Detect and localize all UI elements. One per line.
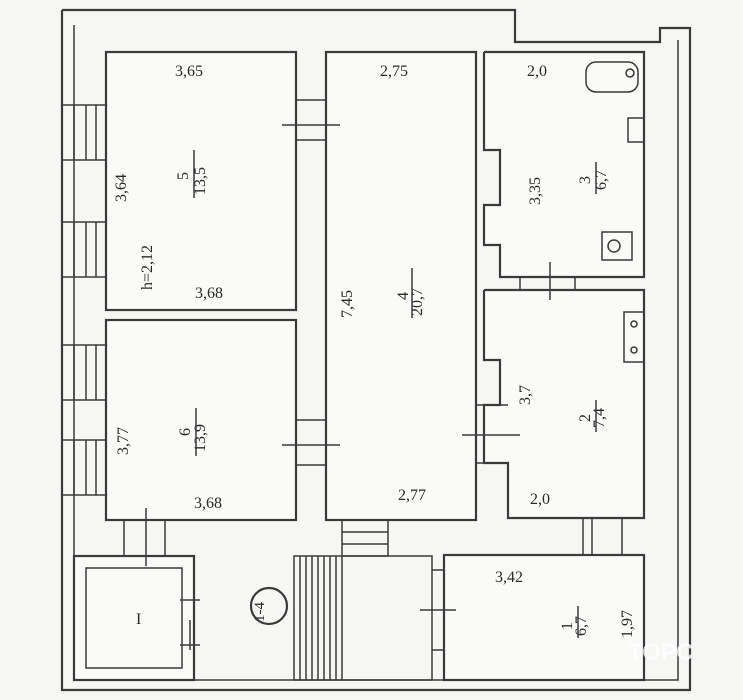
bathtub-icon [585, 61, 639, 93]
room-2 [482, 288, 646, 520]
stove-icon [623, 311, 645, 363]
staircase [293, 555, 433, 681]
room-5-height: h=2,12 [139, 245, 156, 290]
sink-icon [627, 117, 645, 143]
room-2-dim-left: 3,7 [517, 385, 534, 405]
doors [123, 99, 623, 651]
stair-label-circle: 1-4 [249, 586, 289, 626]
room-3-area: 6,7 [593, 170, 610, 190]
room-5-area: 13,5 [192, 167, 209, 195]
left-windows [61, 104, 107, 496]
room-3-dim-left: 3,35 [527, 177, 544, 205]
room-3-dim-top: 2,0 [527, 63, 547, 80]
room-5-dim-left: 3,64 [113, 174, 130, 202]
room-4-number: 4 [395, 292, 412, 300]
room-4-dim-top: 2,75 [380, 63, 408, 80]
toilet-icon [601, 231, 633, 261]
room-3-number: 3 [577, 176, 594, 184]
room-5-dim-top: 3,65 [175, 63, 203, 80]
room-6-dim-left: 3,77 [115, 427, 132, 455]
room-2-number: 2 [577, 414, 594, 422]
room-1-number: 1 [559, 622, 576, 630]
room-3 [482, 50, 646, 279]
room-1-dim-top: 3,42 [495, 569, 523, 586]
room-I [72, 554, 196, 682]
room-1-area: 6,7 [573, 616, 590, 636]
watermark: ТОРС [628, 639, 693, 666]
room-1 [442, 553, 646, 682]
room-5-dim-bottom: 3,68 [195, 285, 223, 302]
room-I-label: I [136, 611, 141, 628]
room-5 [104, 50, 298, 312]
room-4-area: 20,7 [409, 288, 426, 316]
room-5-number: 5 [175, 172, 192, 180]
entry-steps [341, 519, 389, 557]
room-6-number: 6 [177, 428, 194, 436]
room-4-dim-left: 7,45 [339, 290, 356, 318]
room-6 [104, 318, 298, 522]
room-6-area: 13,9 [192, 424, 209, 452]
stair-label: 1-4 [252, 602, 268, 622]
room-2-dim-bottom: 2,0 [530, 491, 550, 508]
room-4 [324, 50, 478, 522]
room-1-dim-right: 1,97 [619, 610, 636, 638]
room-4-dim-bottom: 2,77 [398, 487, 426, 504]
room-6-dim-bottom: 3,68 [194, 495, 222, 512]
room-2-area: 7,4 [591, 408, 608, 428]
